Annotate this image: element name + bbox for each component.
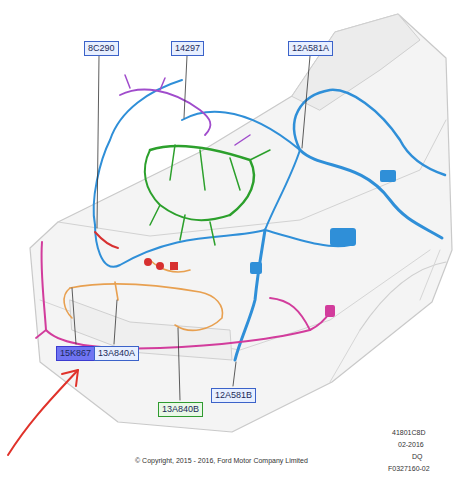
revision-code: DQ <box>412 453 423 460</box>
callout-box: 13A840A <box>94 346 139 361</box>
red-arrow <box>8 370 78 455</box>
harness-magenta <box>36 298 310 338</box>
leader-line <box>72 288 76 344</box>
wheel-arch <box>360 262 446 330</box>
harness-blue <box>94 80 182 225</box>
part-number: 8C290 <box>88 43 115 54</box>
connector-block <box>325 305 335 317</box>
connector-block <box>250 262 262 274</box>
part-number: 15K867 <box>60 348 91 359</box>
harness-purple <box>120 90 210 135</box>
harness-purple <box>125 75 250 145</box>
relay-red <box>144 258 152 266</box>
callout-box: 14297 <box>171 41 204 56</box>
car-body <box>30 14 452 432</box>
harness-orange <box>70 284 223 330</box>
highlighted-callout-box: 15K867 <box>56 346 95 361</box>
harness-green <box>180 150 270 245</box>
callout-box: 13A840B <box>158 402 203 417</box>
harness-orange <box>64 260 190 318</box>
relay-red <box>170 262 178 270</box>
harness-green <box>150 145 240 225</box>
harness-blue <box>294 90 445 175</box>
part-number: 12A581A <box>292 43 329 54</box>
harness-red <box>95 232 118 248</box>
leader-line <box>302 56 310 148</box>
leader-line <box>233 362 236 386</box>
relay-red <box>156 262 164 270</box>
part-number: 13A840A <box>98 348 135 359</box>
copyright-note: © Copyright, 2015 - 2016, Ford Motor Com… <box>135 457 308 464</box>
harness-blue <box>95 225 265 267</box>
callout-box: 12A581A <box>288 41 333 56</box>
leader-line <box>184 56 187 118</box>
part-number: 14297 <box>175 43 200 54</box>
leader-line <box>97 56 99 228</box>
hood-edge <box>58 120 446 236</box>
harness-green <box>150 146 254 215</box>
leader-line <box>114 300 117 344</box>
drawing-number: 41801C8D <box>392 429 425 436</box>
connector-block <box>380 170 396 182</box>
leader-line <box>178 328 180 400</box>
red-arrow-head <box>62 370 78 386</box>
fender <box>330 250 440 382</box>
callout-box: 8C290 <box>84 41 119 56</box>
harness-blue <box>182 112 300 150</box>
callout-box: 12A581B <box>211 388 256 403</box>
grille <box>70 300 232 360</box>
connector-block <box>330 228 356 246</box>
part-number: 12A581B <box>215 390 252 401</box>
harness-magenta <box>41 242 330 348</box>
part-number: 13A840B <box>162 404 199 415</box>
date-code: 02-2016 <box>398 441 424 448</box>
figure-number: F0327160-02 <box>388 465 430 472</box>
